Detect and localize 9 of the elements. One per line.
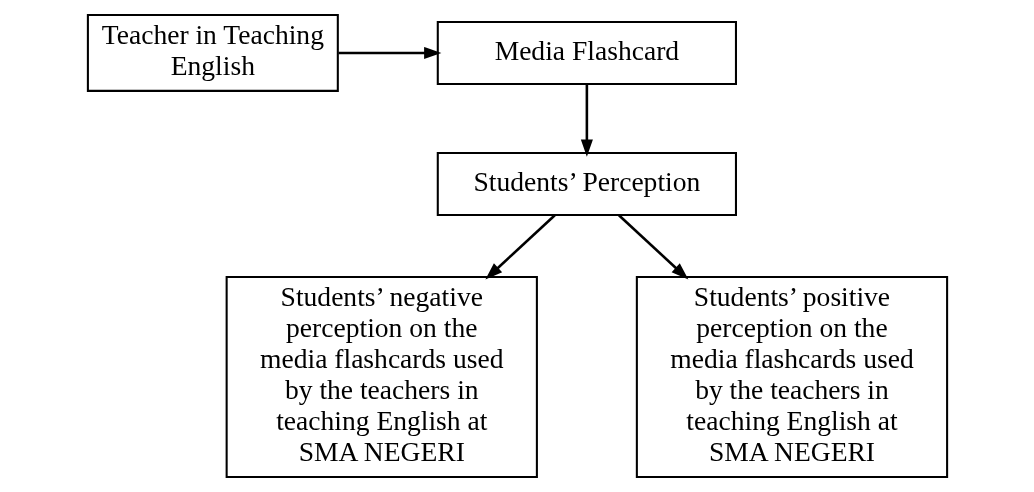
node-box: Teacher in Teaching English [86,14,339,92]
arrow [484,214,556,280]
node-box: Students’ negative perception on the media flashcards used by the teachers in teaching English at SMA NEGERI [225,276,538,478]
node-box: Students’ positive perception on the media flashcards used by the teachers in teaching English at SMA NEGERI [635,276,948,478]
arrow [617,214,688,280]
node-box: Media Flashcard [436,20,737,85]
arrow [338,46,441,59]
node-box: Students’ Perception [436,151,737,216]
arrow [580,84,593,157]
